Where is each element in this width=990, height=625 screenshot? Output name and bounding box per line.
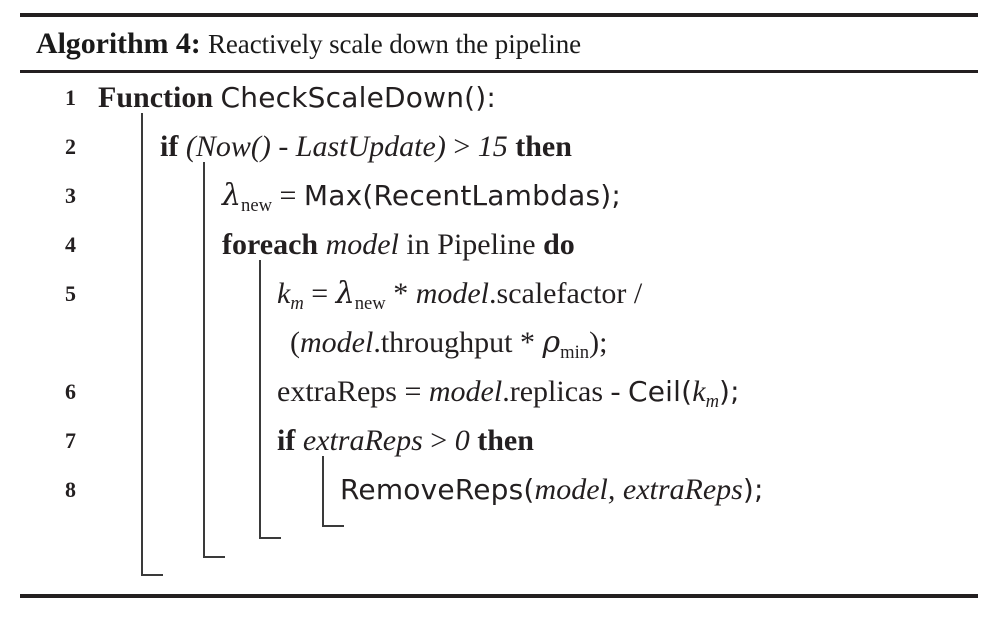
argument-extrareps: extraReps: [622, 473, 743, 506]
code-line-2: 2 if (Now() - LastUpdate) > 15 then: [20, 122, 978, 171]
assignment-operator: =: [404, 375, 422, 408]
keyword-in: in: [406, 228, 430, 261]
open-paren: (: [290, 326, 300, 359]
line-number: 8: [65, 477, 76, 502]
algorithm-body: 1 Function CheckScaleDown(): 2 if (Now()…: [20, 73, 978, 593]
line-number: 6: [65, 379, 76, 404]
keyword-then: then: [515, 130, 572, 163]
keyword-foreach: foreach: [222, 228, 319, 261]
keyword-function: Function: [98, 81, 214, 114]
k-subscript: m: [290, 292, 304, 314]
rule-top: [20, 13, 978, 17]
comparison-operator: >: [430, 424, 448, 457]
ceil-call: Ceil(: [628, 375, 693, 408]
code-line-5-continuation: (model.throughput * ρmin);: [20, 318, 978, 367]
comparison-operator: >: [453, 130, 471, 163]
code-statement: λnew = Max(RecentLambdas);: [222, 171, 621, 220]
indent-guide-level-3: [259, 260, 281, 539]
indent-guide-level-4: [322, 456, 344, 527]
line-number: 7: [65, 428, 76, 453]
keyword-do: do: [543, 228, 575, 261]
indent-guide-level-2: [203, 162, 225, 558]
code-line-7: 7 if extraReps > 0 then: [20, 416, 978, 465]
model-field: .scalefactor: [489, 277, 627, 310]
assignment-operator: =: [311, 277, 329, 310]
max-call: Max(RecentLambdas);: [303, 179, 621, 212]
lambda-symbol: λ: [222, 178, 242, 213]
multiply-operator: *: [520, 326, 535, 359]
line-number: 5: [65, 281, 76, 306]
rho-subscript: min: [560, 341, 590, 363]
lambda-subscript: new: [354, 292, 386, 314]
keyword-then: then: [477, 424, 534, 457]
keyword-if: if: [160, 130, 179, 163]
assignment-operator: =: [279, 179, 297, 212]
algorithm-title: Reactively scale down the pipeline: [208, 29, 581, 59]
rule-bottom: [20, 594, 978, 598]
line-number: 1: [65, 85, 76, 110]
line-number: 3: [65, 183, 76, 208]
model-variable: model: [415, 277, 490, 310]
model-field: .throughput: [373, 326, 513, 359]
rule-middle: [20, 70, 978, 73]
code-line-6: 6 extraReps = model.replicas - Ceil(km);: [20, 367, 978, 416]
close-paren: );: [589, 326, 608, 359]
argument-model: model,: [534, 473, 616, 506]
line-number: 4: [65, 232, 76, 257]
code-statement: RemoveReps(model, extraReps);: [340, 465, 764, 514]
ceil-call-close: );: [719, 375, 740, 408]
code-statement: Function CheckScaleDown():: [98, 73, 496, 122]
minus-operator: -: [610, 375, 621, 408]
algorithm-number-label: Algorithm 4:: [36, 27, 201, 60]
loop-variable: model: [325, 228, 399, 261]
loop-collection: Pipeline: [437, 228, 536, 261]
k-subscript: m: [705, 390, 720, 412]
code-line-3: 3 λnew = Max(RecentLambdas);: [20, 171, 978, 220]
model-variable: model: [428, 375, 503, 408]
condition-value: 0: [454, 424, 470, 457]
keyword-if: if: [277, 424, 296, 457]
code-line-8: 8 RemoveReps(model, extraReps);: [20, 465, 978, 514]
multiply-operator: *: [393, 277, 409, 310]
function-signature: CheckScaleDown():: [220, 81, 497, 114]
extrareps-variable: extraReps: [277, 375, 397, 408]
removereps-call: RemoveReps(: [340, 473, 535, 506]
code-statement: extraReps = model.replicas - Ceil(km);: [277, 367, 740, 416]
model-variable: model: [300, 326, 374, 359]
line-number: 2: [65, 134, 76, 159]
code-statement: km = λnew * model.scalefactor /: [277, 269, 642, 318]
code-statement: if (Now() - LastUpdate) > 15 then: [160, 122, 572, 171]
model-field: .replicas: [502, 375, 603, 408]
divide-operator: /: [633, 277, 643, 310]
condition-expression: (Now() - LastUpdate): [185, 130, 446, 163]
code-statement: (model.throughput * ρmin);: [290, 318, 607, 367]
code-statement: if extraReps > 0 then: [277, 416, 534, 465]
rho-symbol: ρ: [542, 325, 561, 360]
lambda-symbol: λ: [335, 276, 355, 311]
condition-value: 15: [477, 130, 508, 163]
code-line-4: 4 foreach model in Pipeline do: [20, 220, 978, 269]
algorithm-caption: Algorithm 4: Reactively scale down the p…: [36, 23, 581, 65]
lambda-subscript: new: [241, 194, 272, 216]
removereps-call-close: );: [742, 473, 764, 506]
algorithm-figure: Algorithm 4: Reactively scale down the p…: [20, 0, 978, 625]
indent-guide-level-1: [141, 113, 163, 576]
code-statement: foreach model in Pipeline do: [222, 220, 575, 269]
code-line-1: 1 Function CheckScaleDown():: [20, 73, 978, 122]
k-symbol: k: [277, 277, 291, 310]
k-symbol: k: [692, 375, 706, 408]
code-line-5: 5 km = λnew * model.scalefactor /: [20, 269, 978, 318]
condition-variable: extraReps: [302, 424, 423, 457]
